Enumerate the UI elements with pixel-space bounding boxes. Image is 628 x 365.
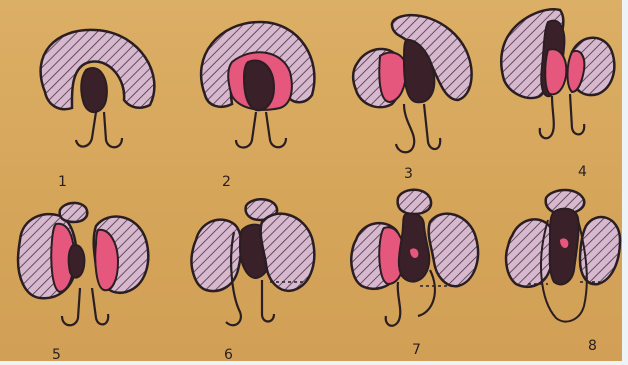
panel-label: 6 bbox=[224, 347, 233, 361]
panel-4: 4 bbox=[501, 9, 614, 180]
dark-region bbox=[244, 60, 274, 110]
hatched-right-lobe bbox=[429, 214, 478, 287]
hatched-top-bulb bbox=[398, 190, 431, 214]
right-hook bbox=[104, 112, 122, 147]
hatched-left-lobe bbox=[192, 220, 242, 291]
left-hook bbox=[76, 112, 96, 147]
dark-region bbox=[69, 245, 85, 278]
panel-7: 7 bbox=[351, 190, 478, 358]
right-hook bbox=[262, 280, 274, 322]
pink-region bbox=[379, 52, 406, 102]
left-hook bbox=[386, 282, 401, 326]
dark-stalk bbox=[399, 214, 430, 282]
left-hook bbox=[62, 288, 80, 325]
hatched-top-bulb bbox=[60, 203, 88, 222]
panel-2: 2 bbox=[201, 22, 314, 190]
pink-region bbox=[545, 49, 566, 94]
right-hook bbox=[424, 104, 440, 149]
panel-label: 1 bbox=[58, 174, 67, 190]
left-hook bbox=[236, 112, 256, 148]
left-hook bbox=[540, 96, 554, 138]
right-hook bbox=[266, 112, 286, 147]
panel-label: 4 bbox=[578, 164, 587, 180]
panel-label: 2 bbox=[222, 174, 231, 190]
right-hook bbox=[570, 94, 584, 134]
right-hook bbox=[92, 288, 108, 324]
panel-label: 7 bbox=[412, 342, 421, 358]
panel-label: 8 bbox=[588, 338, 597, 354]
panel-8: 8 bbox=[506, 190, 620, 354]
left-hook bbox=[396, 104, 414, 152]
heart-development-diagram: 1 2 3 4 5 bbox=[0, 0, 622, 361]
panel-1: 1 bbox=[41, 30, 155, 190]
dark-region bbox=[81, 68, 107, 112]
hatched-left-lobe bbox=[506, 219, 555, 286]
panel-label: 3 bbox=[404, 166, 413, 182]
panel-5: 5 bbox=[18, 203, 148, 361]
panel-3: 3 bbox=[353, 15, 471, 182]
hatched-right-lobe bbox=[261, 214, 315, 291]
panel-6: 6 bbox=[192, 199, 315, 361]
panel-label: 5 bbox=[52, 347, 61, 361]
